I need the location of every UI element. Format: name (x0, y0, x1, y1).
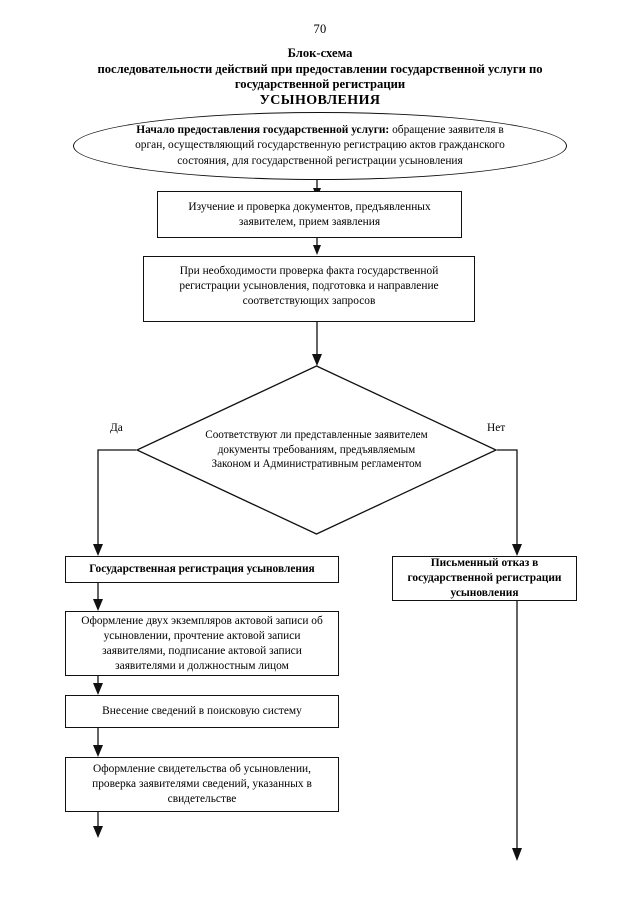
page-number: 70 (313, 22, 327, 36)
diamond-shape (135, 365, 498, 535)
document-title: Блок-схема последовательности действий п… (70, 46, 570, 108)
branch-label-no: Нет (487, 422, 505, 435)
node-decision[interactable]: Соответствуют ли представленные заявител… (135, 365, 498, 535)
node-step2[interactable]: При необходимости проверка факта государ… (143, 256, 475, 322)
node-no-result[interactable]: Письменный отказ в государственной регис… (392, 556, 577, 601)
arrow-yesresult-to-step3 (93, 583, 103, 611)
node-start[interactable]: Начало предоставления государственной ус… (73, 112, 567, 180)
arrow-step1-to-step2 (313, 238, 321, 255)
title-line-3: государственной регистрации (234, 77, 406, 91)
node-yes-result-text: Государственная регистрация усыновления (89, 563, 315, 575)
node-step4[interactable]: Внесение сведений в поисковую систему (65, 695, 339, 728)
arrow-noresult-continues (512, 601, 522, 861)
arrow-decision-no (497, 449, 522, 556)
node-step2-text: При необходимости проверка факта государ… (179, 265, 439, 307)
branch-yes-text: Да (110, 422, 123, 434)
node-start-lead: Начало предоставления государственной ус… (136, 123, 390, 136)
node-yes-result[interactable]: Государственная регистрация усыновления (65, 556, 339, 583)
title-line-4: УСЫНОВЛЕНИЯ (259, 92, 381, 108)
branch-label-yes: Да (110, 422, 123, 435)
node-no-result-text: Письменный отказ в государственной регис… (407, 557, 562, 599)
node-step4-text: Внесение сведений в поисковую систему (102, 705, 302, 717)
arrow-step5-continues (93, 812, 103, 838)
arrow-decision-yes (93, 449, 136, 556)
node-step1-text: Изучение и проверка документов, предъявл… (188, 200, 431, 228)
branch-no-text: Нет (487, 422, 506, 434)
node-step3-text: Оформление двух экземпляров актовой запи… (81, 614, 323, 672)
node-step5-text: Оформление свидетельства об усыновлении,… (92, 763, 312, 805)
node-step3[interactable]: Оформление двух экземпляров актовой запи… (65, 611, 339, 676)
arrow-step3-to-step4 (93, 676, 103, 695)
arrow-step4-to-step5 (93, 728, 103, 757)
node-step5[interactable]: Оформление свидетельства об усыновлении,… (65, 757, 339, 812)
title-line-1: Блок-схема (287, 46, 353, 60)
arrow-step2-to-decision (312, 322, 322, 366)
node-step1[interactable]: Изучение и проверка документов, предъявл… (157, 191, 462, 238)
title-line-2: последовательности действий при предоста… (97, 61, 543, 76)
node-start-rest: обращение заявителя в орган, осуществляю… (135, 123, 505, 167)
node-start-text: Начало предоставления государственной ус… (120, 123, 520, 170)
